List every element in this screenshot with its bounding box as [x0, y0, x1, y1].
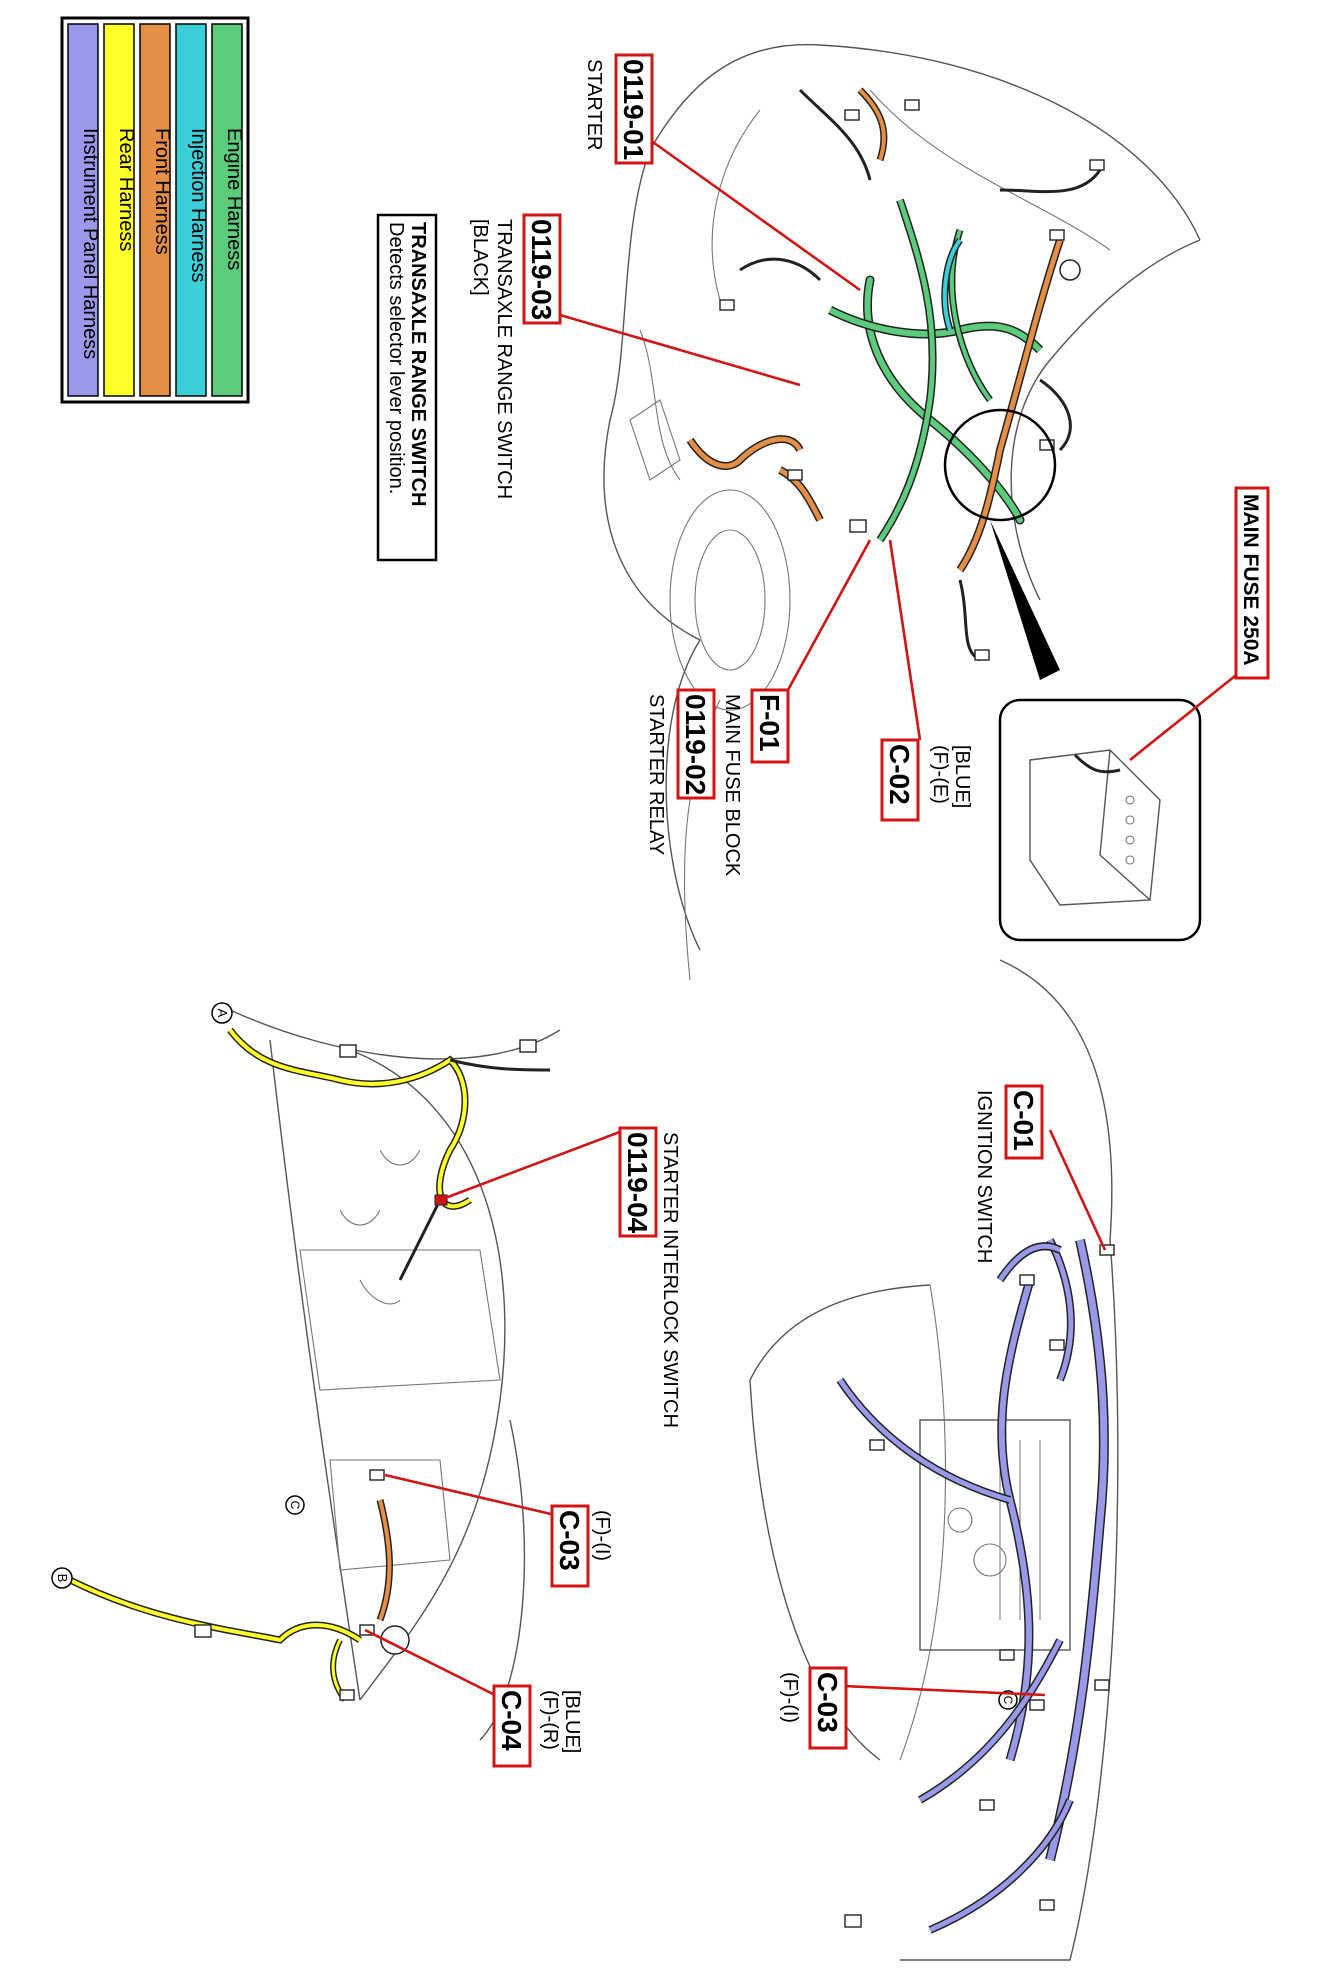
callout-0119-01: 0119-01 STARTER — [583, 53, 654, 165]
legend-label-engine: Engine Harness — [223, 128, 245, 270]
legend-label-rear: Rear Harness — [115, 128, 137, 251]
trs-box-title: TRANSAXLE RANGE SWITCH — [407, 222, 429, 506]
trs-box-desc: Detects selector lever position. — [385, 222, 407, 494]
legend-label-injection: Injection Harness — [187, 128, 209, 283]
marker-c-console: C — [285, 1495, 305, 1515]
callout-0119-02-code: 0119-02 — [680, 694, 711, 795]
main-fuse-magnify-circle — [943, 408, 1057, 522]
f-01-name: MAIN FUSE BLOCK — [721, 694, 743, 877]
svg-text:C: C — [1001, 1696, 1015, 1705]
marker-a: A — [211, 1002, 233, 1024]
marker-c-ip: C — [998, 1690, 1018, 1710]
leader-lines — [364, 138, 1241, 1702]
callout-c-03-ip: C-03 (F)-(I) — [779, 1666, 848, 1750]
c-02-code: C-02 — [884, 744, 915, 805]
c-03-ip-pos: (F)-(I) — [779, 1672, 801, 1723]
legend-swatch-rear — [103, 23, 135, 397]
callout-0119-02-name: STARTER RELAY — [645, 694, 667, 855]
legend-swatch-injection — [175, 23, 207, 397]
engine-bay-illustration — [603, 43, 1201, 981]
legend-swatch-front — [139, 23, 171, 397]
legend-swatch-instrument-panel — [67, 23, 99, 397]
console-illustration — [68, 1009, 561, 1741]
callout-c-02: [BLUE] (F)-(E) C-02 — [880, 738, 973, 822]
c-03-ip-code: C-03 — [812, 1672, 843, 1733]
f-01-code: F-01 — [754, 694, 785, 752]
c-01-name: IGNITION SWITCH — [973, 1090, 995, 1263]
callout-0119-03-code: 0119-03 — [526, 219, 557, 320]
main-fuse-label: MAIN FUSE 250A — [1239, 494, 1262, 666]
callout-0119-03-name: TRANSAXLE RANGE SWITCH — [493, 219, 515, 499]
svg-text:C: C — [288, 1501, 302, 1510]
legend: Engine Harness Injection Harness Front H… — [60, 16, 250, 404]
callout-c-04: [BLUE] (F)-(R) C-04 — [492, 1684, 583, 1768]
c-04-pos: (F)-(R) — [539, 1690, 561, 1750]
callout-c-01: C-01 IGNITION SWITCH — [973, 1084, 1044, 1263]
legend-label-instrument-panel: Instrument Panel Harness — [79, 128, 101, 359]
callout-main-fuse: MAIN FUSE 250A — [1234, 486, 1270, 680]
legend-swatch-engine — [211, 23, 243, 397]
c-02-pos: (F)-(E) — [929, 745, 951, 804]
instrument-panel-illustration — [749, 959, 1119, 1961]
callout-0119-03: 0119-03 TRANSAXLE RANGE SWITCH [BLACK] — [469, 213, 562, 499]
callout-c-03-rear: (F)-(I) C-03 — [550, 1504, 613, 1588]
callout-0119-01-code: 0119-01 — [618, 59, 649, 160]
callout-0119-04: STARTER INTERLOCK SWITCH 0119-04 — [618, 1126, 681, 1428]
c-03-rear-pos: (F)-(I) — [591, 1510, 613, 1561]
c-03-rear-code: C-03 — [554, 1510, 585, 1571]
callout-0119-04-code: 0119-04 — [622, 1132, 653, 1234]
trs-description-box: TRANSAXLE RANGE SWITCH Detects selector … — [376, 213, 438, 562]
c-01-code: C-01 — [1008, 1090, 1039, 1151]
callout-f-01: F-01 MAIN FUSE BLOCK — [721, 688, 790, 877]
main-fuse-inset — [998, 698, 1202, 942]
callout-0119-03-color: [BLACK] — [469, 219, 491, 296]
callout-0119-01-name: STARTER — [583, 59, 605, 151]
c-04-code: C-04 — [496, 1690, 527, 1751]
c-04-color: [BLUE] — [561, 1690, 583, 1753]
marker-b: B — [51, 1567, 73, 1589]
callout-0119-02: 0119-02 STARTER RELAY — [645, 688, 716, 855]
svg-text:A: A — [215, 1009, 230, 1018]
callout-0119-04-name: STARTER INTERLOCK SWITCH — [659, 1132, 681, 1428]
svg-text:B: B — [55, 1574, 70, 1583]
c-02-color: [BLUE] — [951, 745, 973, 808]
legend-label-front: Front Harness — [151, 128, 173, 255]
